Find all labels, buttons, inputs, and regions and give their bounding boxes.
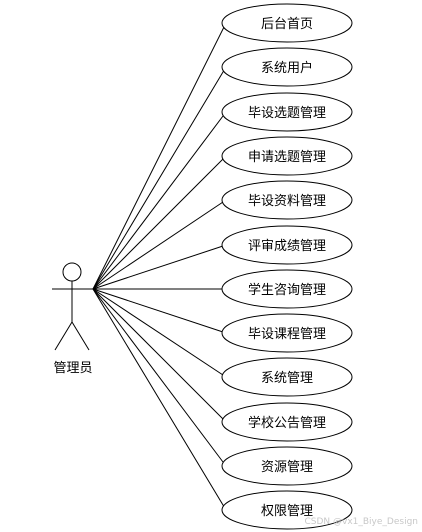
- actor-left-leg: [54, 321, 73, 351]
- watermark: CSDN @vx1_Biye_Design: [304, 517, 418, 527]
- use-case-label: 系统用户: [261, 60, 313, 76]
- association-line: [92, 288, 227, 467]
- use-case: 毕设课程管理: [221, 313, 353, 353]
- association-line: [92, 288, 227, 511]
- use-case-label: 学生咨询管理: [248, 282, 326, 298]
- association-line: [92, 22, 227, 290]
- use-case-label: 后台首页: [261, 17, 313, 32]
- use-case-label: 权限管理: [261, 503, 313, 519]
- use-case-ellipse: [221, 490, 353, 530]
- use-case: 权限管理: [221, 490, 353, 530]
- use-case-ellipse: [221, 357, 353, 397]
- use-case-ellipse: [221, 269, 353, 309]
- use-case-ellipse: [221, 313, 353, 353]
- use-case-label: 资源管理: [261, 460, 313, 475]
- use-case: 资源管理: [221, 446, 353, 486]
- use-case-label: 毕设课程管理: [248, 327, 326, 342]
- use-case: 学校公告管理: [221, 402, 353, 442]
- association-line: [92, 199, 227, 290]
- use-case-ellipse: [221, 92, 353, 132]
- actor-head: [62, 262, 82, 282]
- use-case-ellipse: [221, 3, 353, 43]
- use-case-label: 系统管理: [261, 371, 313, 386]
- use-case-list: 后台首页系统用户毕设选题管理申请选题管理毕设资料管理评审成绩管理学生咨询管理毕设…: [221, 3, 353, 530]
- use-case-ellipse: [221, 136, 353, 176]
- use-case: 毕设资料管理: [221, 180, 353, 220]
- use-case-label: 毕设选题管理: [248, 106, 326, 121]
- use-case-ellipse: [221, 47, 353, 87]
- association-line: [92, 244, 227, 290]
- use-case: 毕设选题管理: [221, 92, 353, 132]
- association-line: [92, 155, 227, 290]
- association-line: [92, 288, 227, 334]
- use-case: 学生咨询管理: [221, 269, 353, 309]
- association-line: [92, 288, 227, 423]
- use-case: 后台首页: [221, 3, 353, 43]
- use-case-ellipse: [221, 402, 353, 442]
- actor-administrator: 管理员: [52, 262, 93, 376]
- actor-right-leg: [71, 321, 90, 351]
- use-case: 系统管理: [221, 357, 353, 397]
- use-case-label: 学校公告管理: [248, 415, 326, 431]
- use-case-label: 评审成绩管理: [248, 239, 326, 254]
- use-case-label: 申请选题管理: [248, 150, 326, 165]
- use-case-label: 毕设资料管理: [248, 194, 326, 209]
- use-case: 申请选题管理: [221, 136, 353, 176]
- use-case-ellipse: [221, 225, 353, 265]
- association-line: [92, 66, 227, 290]
- use-case: 系统用户: [221, 47, 353, 87]
- association-lines: [92, 22, 227, 511]
- use-case: 评审成绩管理: [221, 225, 353, 265]
- use-case-ellipse: [221, 180, 353, 220]
- actor-label: 管理员: [53, 361, 92, 376]
- use-case-ellipse: [221, 446, 353, 486]
- association-line: [92, 111, 227, 290]
- association-line: [92, 288, 227, 378]
